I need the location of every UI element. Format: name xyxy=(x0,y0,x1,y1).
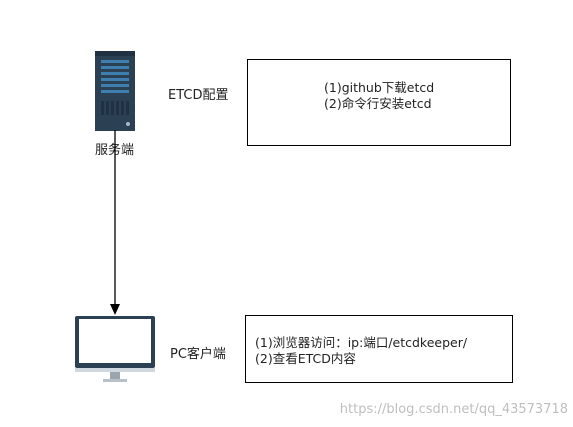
client-step-2: (2)查看ETCD内容 xyxy=(255,351,356,366)
server-step-1: (1)github下载etcd xyxy=(324,80,435,95)
client-step-1: (1)浏览器访问：ip:端口/etcdkeeper/ xyxy=(255,335,468,350)
monitor-icon xyxy=(75,316,155,382)
server-step-2: (2)命令行安装etcd xyxy=(324,96,432,111)
etcd-config-title: ETCD配置 xyxy=(168,88,229,103)
connection-arrow xyxy=(110,130,120,315)
client-label: PC客户端 xyxy=(170,347,226,362)
watermark: https://blog.csdn.net/qq_43573718 xyxy=(339,402,568,417)
server-icon xyxy=(95,51,135,131)
client-steps-box: (1)浏览器访问：ip:端口/etcdkeeper/ (2)查看ETCD内容 xyxy=(245,315,513,383)
server-steps-box: (1)github下载etcd (2)命令行安装etcd xyxy=(247,59,511,146)
